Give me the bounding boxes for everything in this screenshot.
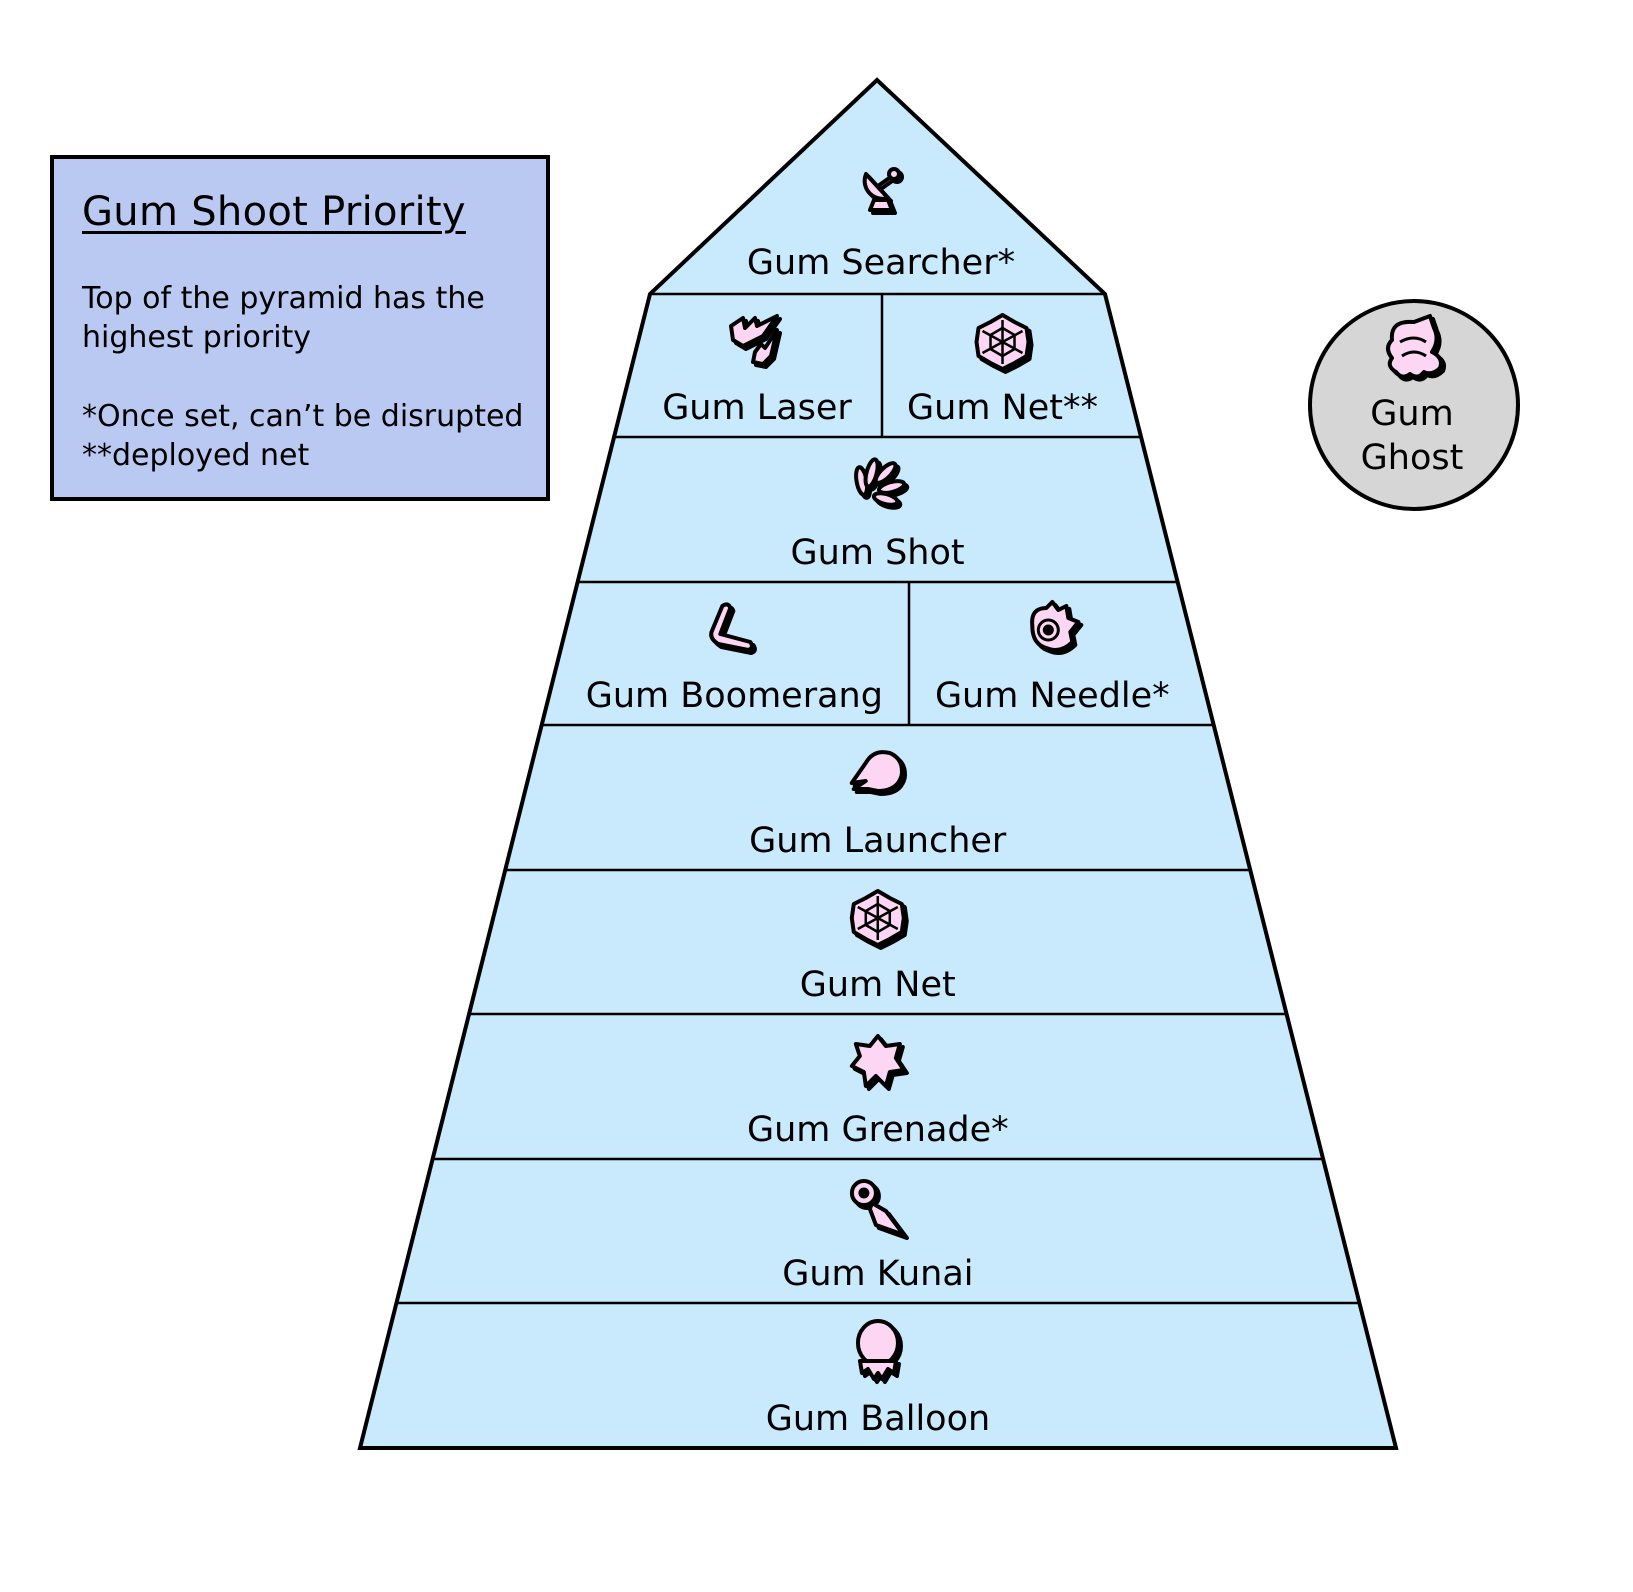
pyramid-cell: Gum Searcher* <box>747 167 1015 283</box>
tier-label: Gum Needle* <box>935 676 1170 716</box>
pyramid-tier-5: Gum Launcher <box>505 750 1251 872</box>
pyramid-tier-7: Gum Grenade* <box>432 1034 1324 1161</box>
spread-shot-icon <box>854 457 907 507</box>
pyramid-cell: Gum Net <box>800 889 956 1005</box>
tier-label: Gum Searcher* <box>747 243 1015 283</box>
needle-eye-icon <box>1030 600 1081 652</box>
tier-label: Gum Boomerang <box>586 676 883 716</box>
balloon-icon <box>855 1319 900 1381</box>
legend-footnote-double-asterisk: **deployed net <box>82 438 310 473</box>
pyramid-tier-8: Gum Kunai <box>396 1179 1360 1305</box>
tier-label: Gum Grenade* <box>747 1110 1009 1150</box>
tier-label: Gum Kunai <box>782 1254 973 1294</box>
legend-title: Gum Shoot Priority <box>82 189 466 235</box>
pyramid-cell: Gum Launcher <box>749 750 1007 861</box>
pyramid-outline <box>357 77 1399 1450</box>
ghost-icon <box>1386 314 1443 379</box>
pyramid-cell: Gum Balloon <box>766 1319 990 1439</box>
pyramid-tier-3: Gum Shot <box>577 457 1178 584</box>
tier-label: Gum Shot <box>791 533 965 573</box>
pyramid-cell: Gum Grenade* <box>747 1034 1009 1150</box>
pyramid-cell: Gum Boomerang <box>586 602 883 716</box>
spider-web-icon <box>849 889 906 947</box>
pyramid-tier-1: Gum Searcher* <box>650 167 1105 296</box>
tier-label: Gum Net <box>800 965 956 1005</box>
launcher-blob-icon <box>849 750 904 793</box>
grenade-burst-icon <box>849 1034 906 1088</box>
legend-text-line: highest priority <box>82 320 312 355</box>
satellite-dish-icon <box>862 167 901 212</box>
tier-label: Gum Net** <box>907 388 1098 428</box>
tier-label: Gum Launcher <box>749 821 1007 861</box>
laser-burst-icon <box>729 314 780 366</box>
tier-label: Gum Balloon <box>766 1399 990 1439</box>
ghost-label: Gum <box>1370 394 1453 434</box>
pyramid-cell: Gum Kunai <box>782 1179 974 1294</box>
ghost-circle-shape <box>1308 299 1520 511</box>
pyramid-cell: Gum Shot <box>791 457 965 573</box>
pyramid-cell: Gum Net** <box>907 313 1098 428</box>
legend-text-line: Top of the pyramid has the <box>82 281 485 316</box>
boomerang-icon <box>709 602 754 652</box>
ghost-label: Ghost <box>1361 438 1464 478</box>
pyramid-tier-9: Gum Balloon <box>766 1319 990 1439</box>
kunai-icon <box>849 1179 906 1237</box>
pyramid-tier-2: Gum Laser Gum Net** <box>614 294 1142 439</box>
legend-box: Gum Shoot Priority Top of the pyramid ha… <box>50 155 550 501</box>
pyramid-cell: Gum Laser <box>662 314 852 428</box>
legend-footnote-single-asterisk: *Once set, can’t be disrupted <box>82 399 524 434</box>
pyramid-cell: Gum Needle* <box>935 600 1170 716</box>
pyramid-tier-4: Gum Boomerang Gum Needle* <box>541 582 1214 727</box>
tier-label: Gum Laser <box>662 388 852 428</box>
spider-web-icon <box>974 313 1031 371</box>
pyramid-tier-6: Gum Net <box>469 889 1287 1016</box>
